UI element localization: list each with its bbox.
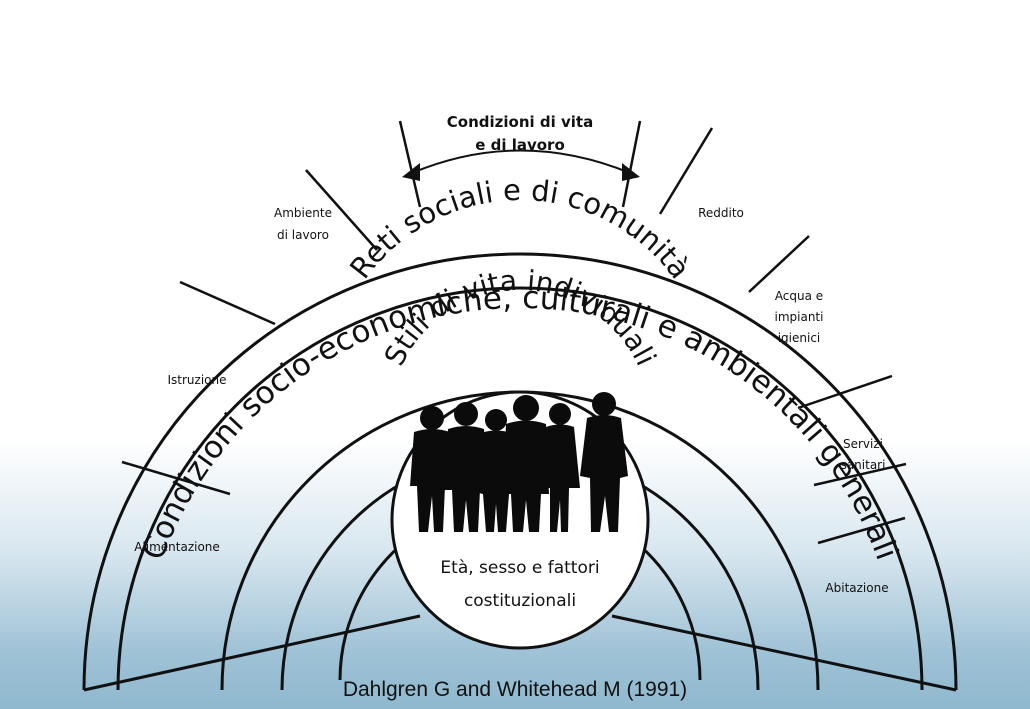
- sector-dividers: [121, 120, 907, 545]
- divider-7: [748, 235, 810, 293]
- divider-5: [621, 120, 642, 208]
- citation-caption: Dahlgren G and Whitehead M (1991): [342, 678, 688, 701]
- divider-2: [179, 280, 276, 326]
- sector-housing: Abitazione: [825, 581, 888, 595]
- ground-line-right: [611, 614, 957, 692]
- outermost-arc: [82, 252, 958, 691]
- sector-food: Alimentazione: [134, 540, 220, 554]
- divider-4: [398, 120, 422, 208]
- divider-10: [817, 516, 906, 545]
- divider-1: [121, 460, 231, 496]
- sector-education: Istruzione: [168, 373, 227, 387]
- ground-lines: [83, 614, 957, 692]
- living-conditions-title-line1: Condizioni di vita: [447, 113, 593, 131]
- sector-health-line1: Servizi: [843, 437, 883, 451]
- sector-income: Reddito: [698, 206, 744, 220]
- sector-work-env-line2: di lavoro: [277, 228, 329, 242]
- ground-line-left: [83, 614, 421, 692]
- living-conditions-title-line2: e di lavoro: [475, 136, 565, 154]
- core-label-line1: Età, sesso e fattori: [440, 558, 599, 578]
- divider-8: [797, 374, 893, 410]
- divider-6: [658, 127, 714, 215]
- divider-9: [813, 462, 907, 487]
- sector-work-env-line1: Ambiente: [274, 206, 332, 220]
- outer-band-inner-arc: [116, 286, 924, 691]
- divider-3: [305, 169, 378, 251]
- core-label-line2: costituzionali: [464, 591, 576, 611]
- sector-health-line2: sanitari: [841, 458, 886, 472]
- sector-water-line3: igienici: [778, 331, 821, 345]
- double-arrow-icon: [402, 149, 640, 181]
- people-silhouette-icon: [410, 392, 628, 532]
- sector-water-line2: impianti: [775, 310, 824, 324]
- sector-water-line1: Acqua e: [775, 289, 823, 303]
